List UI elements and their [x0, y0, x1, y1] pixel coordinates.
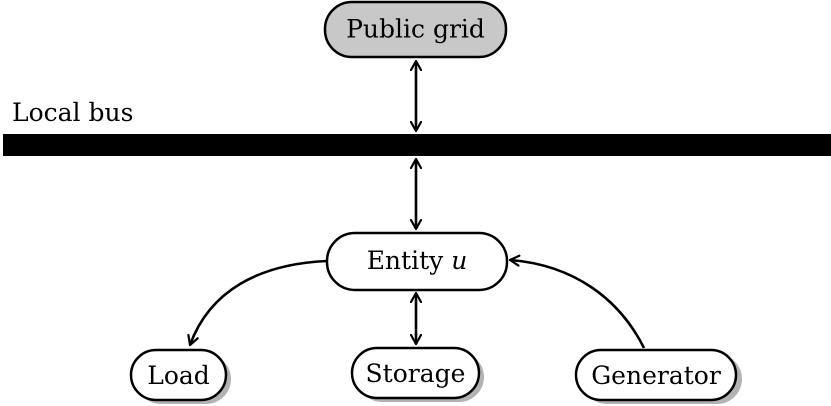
- entity-label: Entity u: [367, 246, 468, 275]
- entity-node: Entity u: [325, 231, 509, 292]
- load-label: Load: [147, 361, 210, 390]
- generator-box: [574, 348, 738, 402]
- entity-label-variable: u: [451, 246, 467, 275]
- storage-node: Storage: [350, 346, 484, 402]
- generator-label: Generator: [591, 361, 721, 390]
- entity-load-arrow: [190, 259, 328, 345]
- entity-label-text: Entity: [367, 246, 444, 275]
- public-grid-label: Public grid: [346, 15, 485, 44]
- public-grid-box: [323, 0, 508, 59]
- load-box: [129, 348, 228, 402]
- generator-entity-arrow: [510, 260, 646, 349]
- local-bus-label: Local bus: [12, 98, 133, 127]
- storage-box: [350, 346, 481, 400]
- public-grid-node: Public grid: [323, 0, 508, 59]
- generator-node: Generator: [574, 348, 742, 404]
- local-bus-bar: [3, 134, 831, 156]
- storage-label: Storage: [366, 359, 466, 388]
- load-node: Load: [129, 348, 231, 404]
